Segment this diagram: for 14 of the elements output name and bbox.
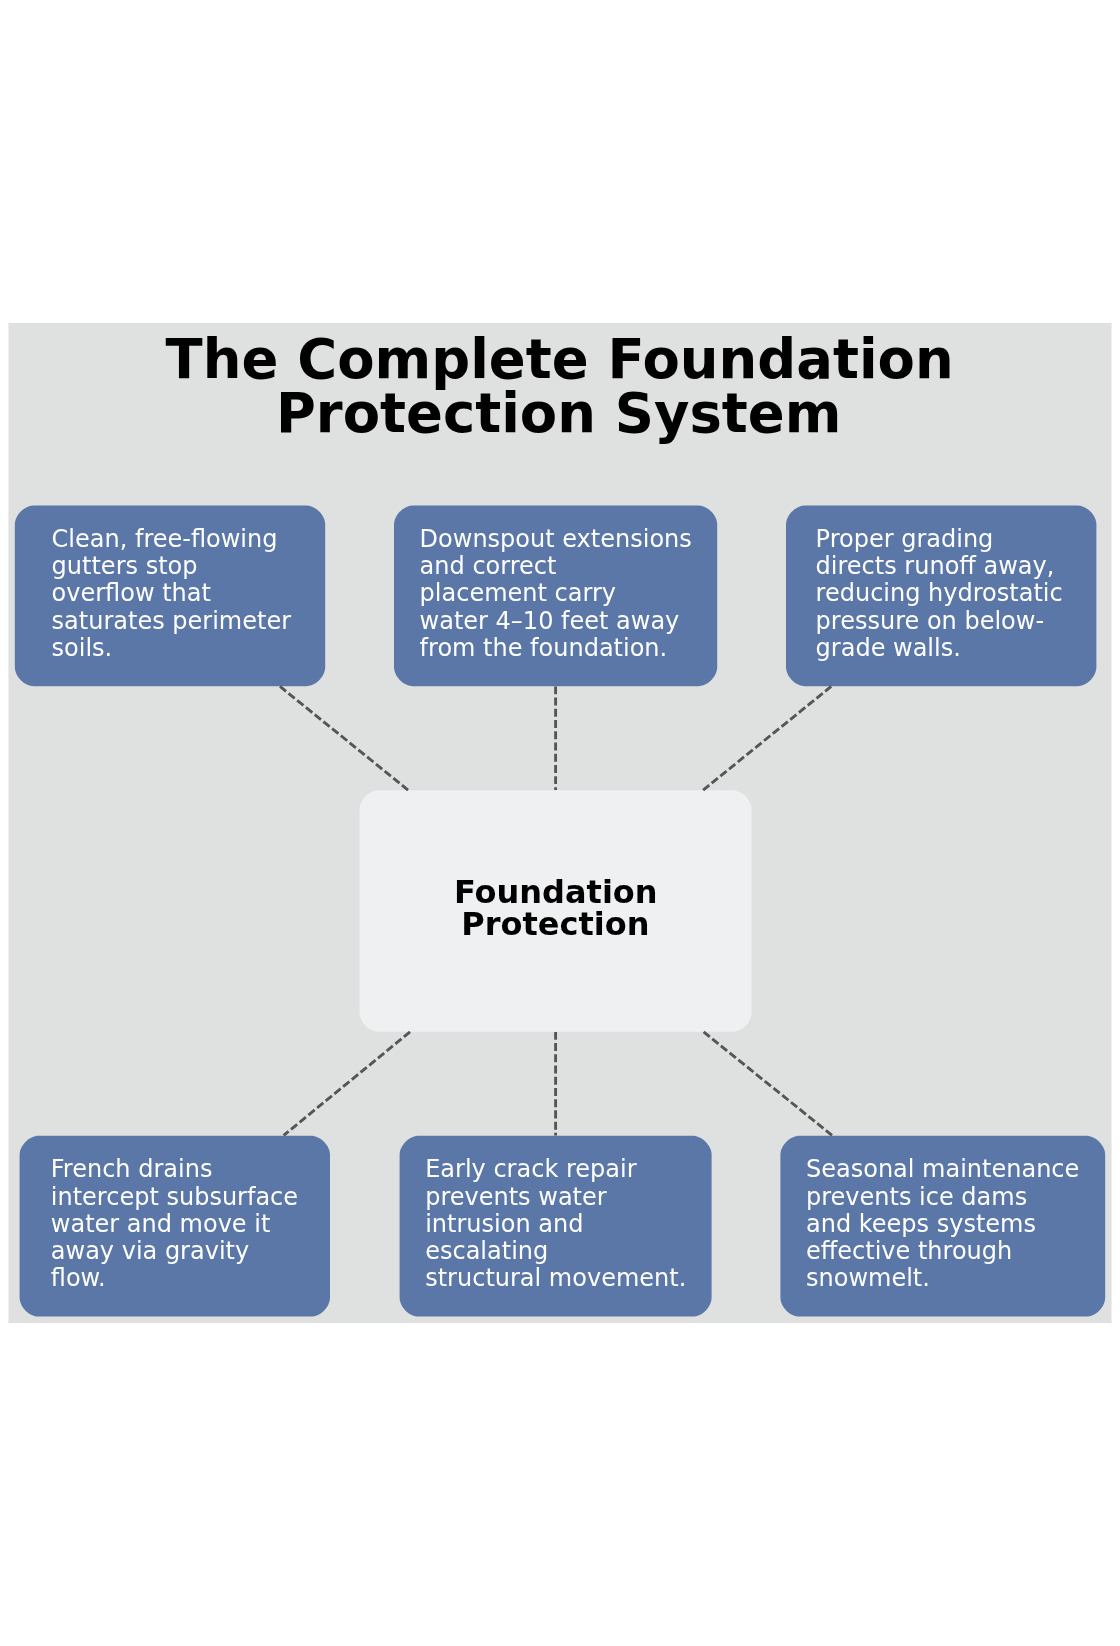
connector	[702, 685, 833, 792]
node-box: Clean, free-flowing gutters stop overflow that saturates perimeter soils.	[14, 505, 326, 687]
node-box: French drains intercept subsurface water and move it away via gravity flow.	[19, 1135, 330, 1317]
connector	[279, 685, 409, 792]
connector	[702, 1030, 834, 1137]
node-box: Early crack repair prevents water intrusion and escalating structural movement.	[399, 1135, 712, 1317]
node-box: Downspout extensions and correct placement carry water 4–10 feet away from the foundation.	[394, 505, 718, 687]
connector	[554, 686, 558, 790]
diagram-title: The Complete Foundation Protection System	[165, 327, 954, 446]
node-box: Proper grading directs runoff away, reducing hydrostatic pressure on below-grade walls.	[786, 505, 1097, 687]
node-box: Seasonal maintenance prevents ice dams and keeps systems effective through snowmelt.	[780, 1135, 1106, 1317]
connector	[554, 1031, 558, 1136]
node-box: Foundation Protection	[359, 790, 752, 1032]
connector	[282, 1030, 411, 1137]
